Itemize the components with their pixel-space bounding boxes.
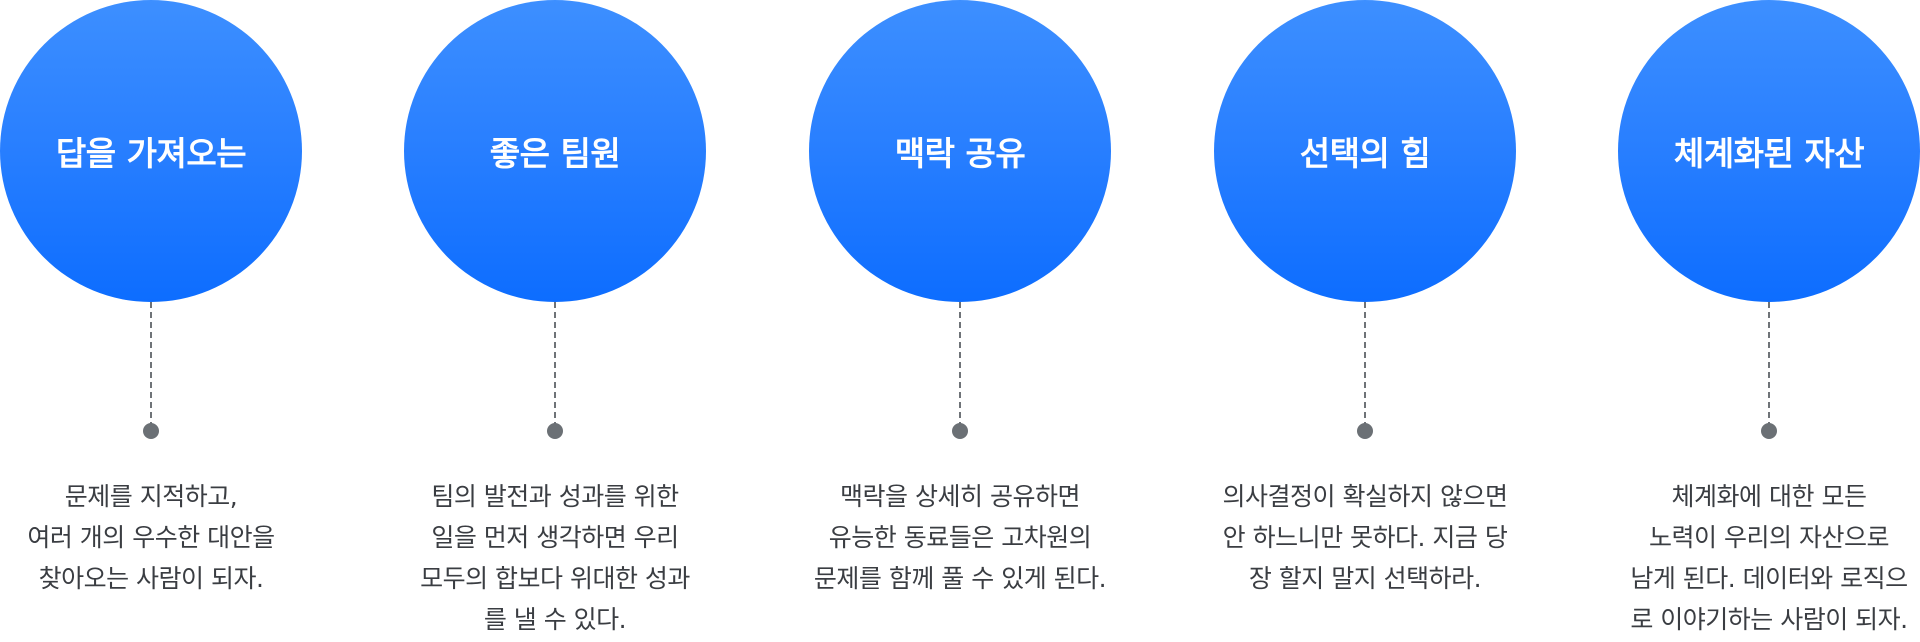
dashed-connector xyxy=(959,302,961,428)
value-title: 답을 가져오는 xyxy=(55,134,247,173)
description-line: 장 할지 말지 선택하라. xyxy=(1248,564,1482,593)
value-item-1: 답을 가져오는 문제를 지적하고, 여러 개의 우수한 대안을 찾아오는 사람이… xyxy=(0,0,302,642)
value-circle: 체계화된 자산 xyxy=(1618,0,1920,302)
description-line: 찾아오는 사람이 되자. xyxy=(38,564,264,593)
connector-dot xyxy=(1761,423,1777,439)
description-line: 로 이야기하는 사람이 되자. xyxy=(1630,605,1908,634)
description-line: 를 낼 수 있다. xyxy=(483,605,627,634)
description-line: 의사결정이 확실하지 않으면 xyxy=(1222,482,1508,511)
value-description: 문제를 지적하고, 여러 개의 우수한 대안을 찾아오는 사람이 되자. xyxy=(0,476,322,599)
value-item-4: 선택의 힘 의사결정이 확실하지 않으면 안 하느니만 못하다. 지금 당 장 … xyxy=(1214,0,1516,642)
value-description: 체계화에 대한 모든 노력이 우리의 자산으로 남게 된다. 데이터와 로직으 … xyxy=(1598,476,1920,640)
connector-dot xyxy=(143,423,159,439)
connector-dot xyxy=(952,423,968,439)
value-title: 좋은 팀원 xyxy=(489,134,621,173)
value-circle: 맥락 공유 xyxy=(809,0,1111,302)
connector-dot xyxy=(1357,423,1373,439)
description-line: 문제를 지적하고, xyxy=(64,482,238,511)
value-item-2: 좋은 팀원 팀의 발전과 성과를 위한 일을 먼저 생각하면 우리 모두의 합보… xyxy=(404,0,706,642)
connector-dot xyxy=(547,423,563,439)
value-description: 의사결정이 확실하지 않으면 안 하느니만 못하다. 지금 당 장 할지 말지 … xyxy=(1194,476,1536,599)
value-circle: 답을 가져오는 xyxy=(0,0,302,302)
description-line: 팀의 발전과 성과를 위한 xyxy=(431,482,679,511)
value-description: 팀의 발전과 성과를 위한 일을 먼저 생각하면 우리 모두의 합보다 위대한 … xyxy=(384,476,726,640)
value-description: 맥락을 상세히 공유하면 유능한 동료들은 고차원의 문제를 함께 풀 수 있게… xyxy=(789,476,1131,599)
description-line: 모두의 합보다 위대한 성과 xyxy=(420,564,690,593)
description-line: 남게 된다. 데이터와 로직으 xyxy=(1630,564,1908,593)
value-item-5: 체계화된 자산 체계화에 대한 모든 노력이 우리의 자산으로 남게 된다. 데… xyxy=(1618,0,1920,642)
description-line: 체계화에 대한 모든 xyxy=(1671,482,1867,511)
dashed-connector xyxy=(1768,302,1770,428)
value-item-3: 맥락 공유 맥락을 상세히 공유하면 유능한 동료들은 고차원의 문제를 함께 … xyxy=(809,0,1111,642)
value-circle: 좋은 팀원 xyxy=(404,0,706,302)
description-line: 문제를 함께 풀 수 있게 된다. xyxy=(813,564,1107,593)
value-circle: 선택의 힘 xyxy=(1214,0,1516,302)
description-line: 여러 개의 우수한 대안을 xyxy=(27,523,275,552)
dashed-connector xyxy=(150,302,152,428)
description-line: 노력이 우리의 자산으로 xyxy=(1649,523,1889,552)
dashed-connector xyxy=(554,302,556,428)
value-title: 체계화된 자산 xyxy=(1673,134,1865,173)
description-line: 일을 먼저 생각하면 우리 xyxy=(431,523,679,552)
description-line: 안 하느니만 못하다. 지금 당 xyxy=(1222,523,1508,552)
value-title: 맥락 공유 xyxy=(894,134,1026,173)
value-title: 선택의 힘 xyxy=(1299,134,1431,173)
description-line: 유능한 동료들은 고차원의 xyxy=(828,523,1092,552)
dashed-connector xyxy=(1364,302,1366,428)
description-line: 맥락을 상세히 공유하면 xyxy=(840,482,1080,511)
